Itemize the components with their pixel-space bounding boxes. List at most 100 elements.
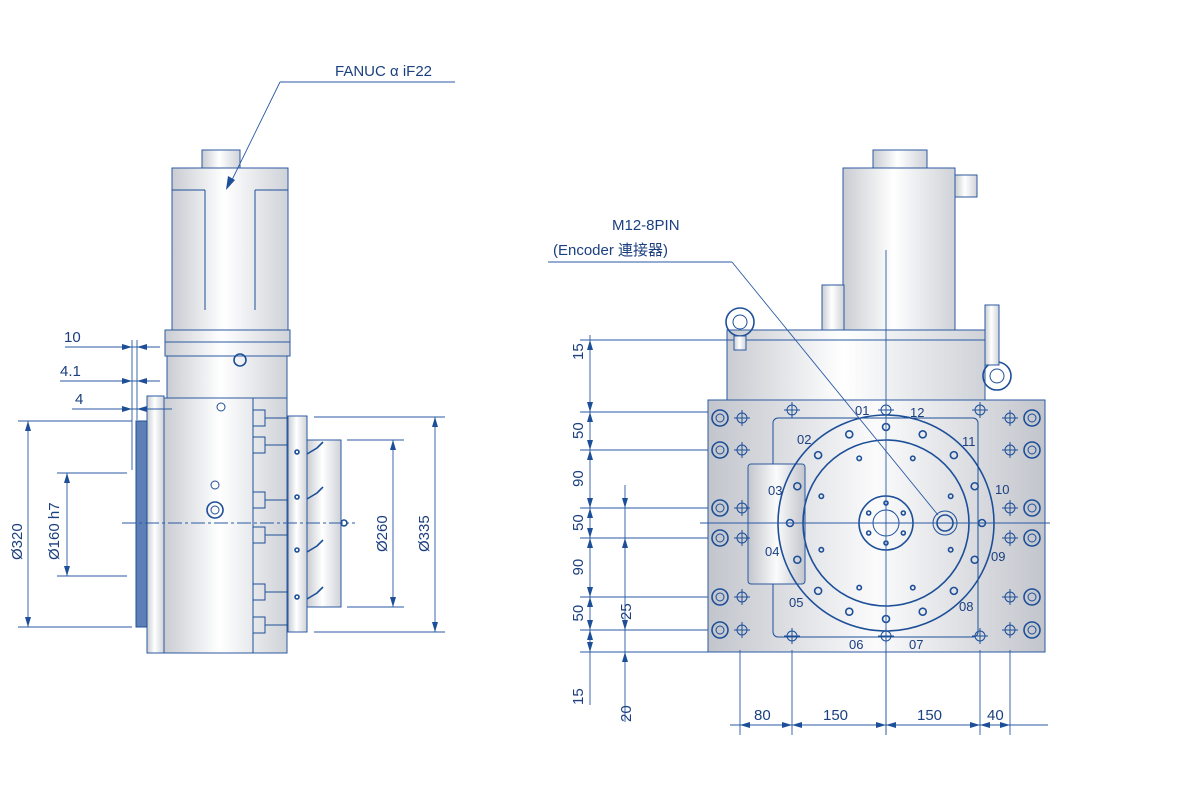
arrow-head	[1000, 722, 1010, 728]
hub-hole	[900, 510, 907, 516]
counterbore-hole	[1023, 499, 1041, 517]
dim-horizontal-3: 40	[987, 707, 1004, 724]
motor-top-cap	[201, 149, 241, 169]
counterbore-hole	[711, 588, 729, 606]
fitting	[306, 539, 324, 553]
encoder-connector	[932, 510, 958, 536]
table-bolt	[949, 586, 959, 596]
rotary-joint	[306, 439, 342, 608]
screw	[294, 494, 300, 500]
arrow-head	[740, 722, 750, 728]
port-label-02: 02	[797, 432, 811, 447]
table-bolt	[970, 481, 979, 491]
hole	[715, 445, 725, 455]
screw	[294, 449, 300, 455]
dim-d320: Ø320	[9, 523, 26, 560]
table-bolt	[793, 555, 802, 565]
hole	[1027, 445, 1037, 455]
counterbore-hole	[711, 621, 729, 639]
arrow-head	[587, 597, 593, 607]
screw	[294, 547, 300, 553]
hole-cross	[734, 589, 750, 605]
arrow-head	[587, 587, 593, 597]
dim-vertical-2: 90	[570, 470, 587, 487]
hole	[715, 592, 725, 602]
dim-d260: Ø260	[374, 515, 391, 552]
arrow-head	[25, 421, 31, 431]
arrow-head	[622, 498, 628, 508]
upper-housing	[726, 329, 986, 341]
port-label-06: 06	[849, 637, 863, 652]
port-label-03: 03	[768, 483, 782, 498]
motor-top-cap	[872, 149, 928, 169]
arrow-head	[587, 440, 593, 450]
port-label-05: 05	[789, 595, 803, 610]
table-bolt	[844, 607, 854, 616]
hole	[1027, 625, 1037, 635]
table-hole	[856, 584, 863, 591]
counterbore-hole	[711, 441, 729, 459]
hole-cross	[734, 500, 750, 516]
eyebolt-right	[982, 361, 1012, 391]
dim-vertical-6: 15	[570, 688, 587, 705]
counterbore-hole	[711, 409, 729, 427]
arrow-head	[792, 722, 802, 728]
hole-cross	[734, 442, 750, 458]
connector-label: M12-8PIN	[612, 217, 680, 234]
arrow-head	[587, 508, 593, 518]
arrow-head	[587, 450, 593, 460]
dim-horizontal-0: 80	[754, 707, 771, 724]
hub-hole	[865, 510, 872, 516]
hole	[1027, 503, 1037, 513]
dim-vertical-1: 50	[570, 422, 587, 439]
table-hole	[947, 493, 954, 500]
gear-teeth	[135, 420, 148, 628]
arrow-head	[587, 402, 593, 412]
hole-cross	[784, 402, 800, 418]
hole	[715, 413, 725, 423]
port-label-01: 01	[855, 403, 869, 418]
arrow-head	[622, 538, 628, 548]
port-label-12: 12	[910, 405, 924, 420]
hole	[1027, 533, 1037, 543]
hole-cross	[1002, 500, 1018, 516]
arrow-head	[432, 622, 438, 632]
arrow-head	[137, 344, 147, 350]
table-hole	[856, 455, 863, 462]
arrow-head	[122, 344, 132, 350]
table-bolt	[813, 450, 823, 460]
arrow-head	[622, 652, 628, 662]
port-label-11: 11	[962, 434, 976, 449]
arrow-head	[64, 473, 70, 483]
hole-cross	[1002, 530, 1018, 546]
hole-cross	[734, 622, 750, 638]
arrow-head	[876, 722, 886, 728]
table-bolt	[949, 450, 959, 460]
table-bolt	[970, 555, 979, 565]
eyebolt-left	[725, 307, 755, 351]
arrow-head	[137, 406, 147, 412]
fitting	[306, 586, 324, 600]
dim-d160: Ø160 h7	[46, 502, 63, 560]
counterbore-hole	[711, 529, 729, 547]
arrow-head	[432, 417, 438, 427]
motor-body	[171, 167, 289, 331]
dim-vertical-4: 90	[570, 559, 587, 576]
counterbore-hole	[1023, 529, 1041, 547]
arrow-head	[390, 440, 396, 450]
adapter-block	[166, 355, 288, 399]
dim-inner-0: 25	[618, 603, 635, 620]
arrow-head	[782, 722, 792, 728]
hole-cross	[1002, 622, 1018, 638]
counterbore-hole	[711, 499, 729, 517]
arrow-head	[64, 566, 70, 576]
hole-cross	[972, 628, 988, 644]
port-label-07: 07	[909, 637, 923, 652]
arrow-head	[886, 722, 896, 728]
arrow-head	[587, 498, 593, 508]
dim-vertical-0: 15	[570, 343, 587, 360]
arrow-head	[122, 378, 132, 384]
arrow-head	[587, 642, 593, 652]
